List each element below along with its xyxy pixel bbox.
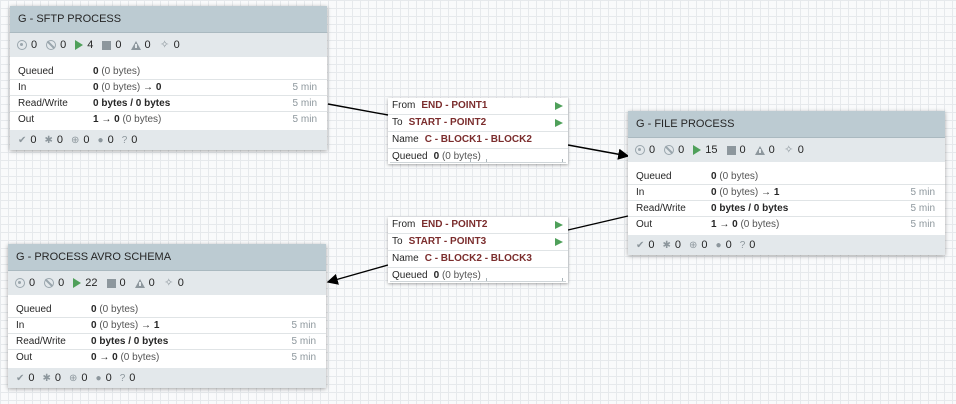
- slash-circle-icon: [46, 40, 57, 50]
- stop-icon: [106, 278, 116, 288]
- process-group-version-status: ✔0 ✱0 ⊕0 ●0 ?0: [8, 368, 326, 388]
- play-icon: [73, 278, 82, 288]
- transmitting-stat: 0: [15, 277, 35, 289]
- question-icon: ?: [119, 372, 126, 384]
- not-transmitting-stat: 0: [46, 39, 66, 51]
- invalid-stat: 0: [134, 277, 155, 289]
- play-icon: [693, 145, 702, 155]
- arrow-up-circle-icon: ⊕: [689, 239, 698, 251]
- stopped-stat: 0: [726, 144, 746, 156]
- bullseye-icon: [17, 40, 27, 50]
- process-group-stats: 0 0 4 0 0 ✧0: [10, 33, 327, 57]
- process-group-avro-schema[interactable]: G - PROCESS AVRO SCHEMA 0 0 22 0 0 ✧0 Qu…: [8, 244, 326, 388]
- play-icon: [75, 40, 84, 50]
- disabled-stat: ✧0: [160, 38, 180, 51]
- warning-icon: [130, 40, 141, 50]
- play-icon: [555, 119, 563, 127]
- edge-sftp-to-c1: [327, 103, 389, 116]
- disabled-icon: ✧: [784, 143, 794, 156]
- not-transmitting-stat: 0: [44, 277, 64, 289]
- running-stat: 22: [73, 277, 98, 289]
- stop-icon: [726, 145, 736, 155]
- disabled-stat: ✧0: [164, 276, 184, 289]
- backpressure-bar: [390, 278, 566, 282]
- question-icon: ?: [739, 239, 746, 251]
- slash-circle-icon: [664, 145, 675, 155]
- backpressure-bar: [390, 159, 566, 163]
- play-icon: [555, 238, 563, 246]
- warning-icon: [134, 278, 145, 288]
- check-icon: ✔: [18, 134, 27, 146]
- disabled-stat: ✧0: [784, 143, 804, 156]
- transmitting-stat: 0: [17, 39, 37, 51]
- bullseye-icon: [15, 278, 25, 288]
- process-group-title: G - SFTP PROCESS: [10, 6, 327, 33]
- running-stat: 4: [75, 39, 93, 51]
- disabled-icon: ✧: [160, 38, 170, 51]
- process-group-title: G - FILE PROCESS: [628, 111, 945, 138]
- check-icon: ✔: [636, 239, 645, 251]
- warning-icon: [754, 145, 765, 155]
- exclamation-circle-icon: ●: [97, 134, 104, 146]
- exclamation-circle-icon: ●: [95, 372, 102, 384]
- transmitting-stat: 0: [635, 144, 655, 156]
- edge-c1-to-file: [567, 144, 630, 160]
- edge-c2-to-avro: [326, 264, 389, 285]
- process-group-version-status: ✔0 ✱0 ⊕0 ●0 ?0: [628, 235, 945, 255]
- process-group-title: G - PROCESS AVRO SCHEMA: [8, 244, 326, 271]
- arrow-up-circle-icon: ⊕: [69, 372, 78, 384]
- disabled-icon: ✧: [164, 276, 174, 289]
- running-stat: 15: [693, 144, 718, 156]
- play-icon: [555, 221, 563, 229]
- arrow-up-circle-icon: ⊕: [71, 134, 80, 146]
- not-transmitting-stat: 0: [664, 144, 684, 156]
- invalid-stat: 0: [754, 144, 775, 156]
- check-icon: ✔: [16, 372, 25, 384]
- question-icon: ?: [121, 134, 128, 146]
- bullseye-icon: [635, 145, 645, 155]
- process-group-stats: 0 0 22 0 0 ✧0: [8, 271, 326, 295]
- stopped-stat: 0: [106, 277, 126, 289]
- process-group-version-status: ✔0 ✱0 ⊕0 ●0 ?0: [10, 130, 327, 150]
- process-group-stats: 0 0 15 0 0 ✧0: [628, 138, 945, 162]
- asterisk-icon: ✱: [44, 134, 53, 146]
- stopped-stat: 0: [102, 39, 122, 51]
- asterisk-icon: ✱: [42, 372, 51, 384]
- invalid-stat: 0: [130, 39, 151, 51]
- edge-file-to-c2: [567, 215, 629, 231]
- play-icon: [555, 102, 563, 110]
- asterisk-icon: ✱: [662, 239, 671, 251]
- exclamation-circle-icon: ●: [715, 239, 722, 251]
- stop-icon: [102, 40, 112, 50]
- slash-circle-icon: [44, 278, 55, 288]
